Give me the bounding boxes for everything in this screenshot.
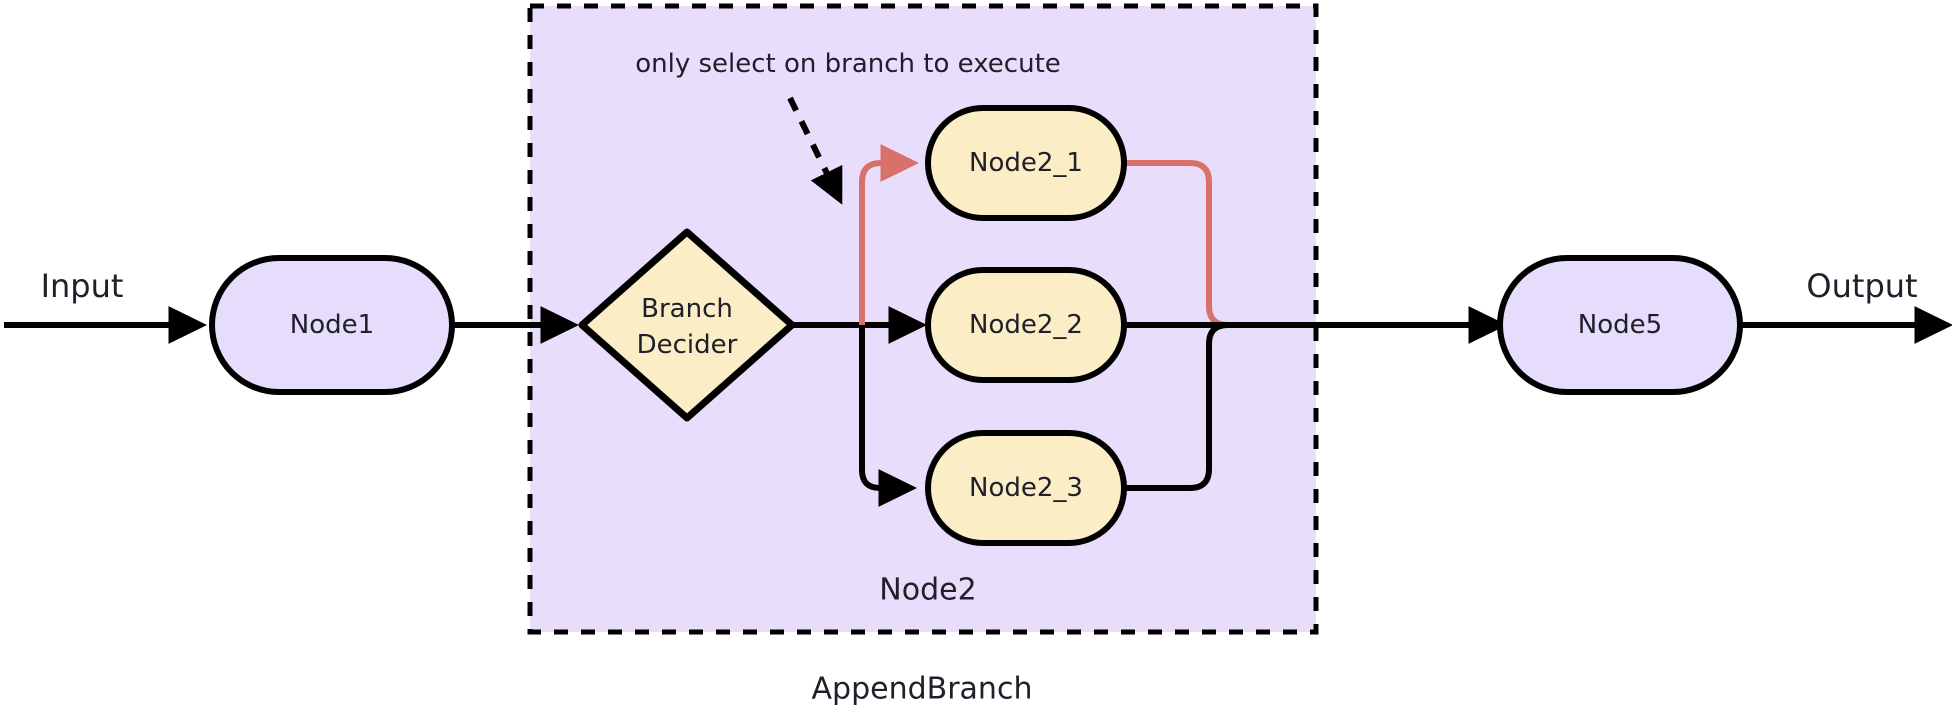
input-label: Input xyxy=(41,267,124,305)
node-node5[interactable] xyxy=(1497,255,1743,395)
node-node2-1[interactable] xyxy=(925,105,1127,221)
edge-decider-to-node2-3 xyxy=(859,325,917,507)
node-branch-decider-label-line2: Decider xyxy=(637,330,738,360)
node-node1-label: Node1 xyxy=(290,310,374,340)
node-node1[interactable] xyxy=(209,255,455,395)
append-branch-label: AppendBranch xyxy=(812,672,1033,707)
annotation-pointer-arrow-icon xyxy=(787,96,843,205)
node-node2-2[interactable] xyxy=(925,267,1127,383)
node-node2-2-label: Node2_2 xyxy=(969,310,1083,340)
node-node2-3-label: Node2_3 xyxy=(969,473,1083,503)
node-node5-label: Node5 xyxy=(1578,310,1662,340)
edge-decider-to-node2-1-highlighted xyxy=(859,144,919,325)
annotation-text: only select on branch to execute xyxy=(635,49,1061,79)
node-node2-3[interactable] xyxy=(925,430,1127,546)
output-label: Output xyxy=(1806,267,1917,305)
node-branch-decider[interactable] xyxy=(578,228,796,422)
node-node2-1-label: Node2_1 xyxy=(969,148,1083,178)
node-branch-decider-label-line1: Branch xyxy=(641,294,733,324)
node2-group-label: Node2 xyxy=(879,573,976,608)
